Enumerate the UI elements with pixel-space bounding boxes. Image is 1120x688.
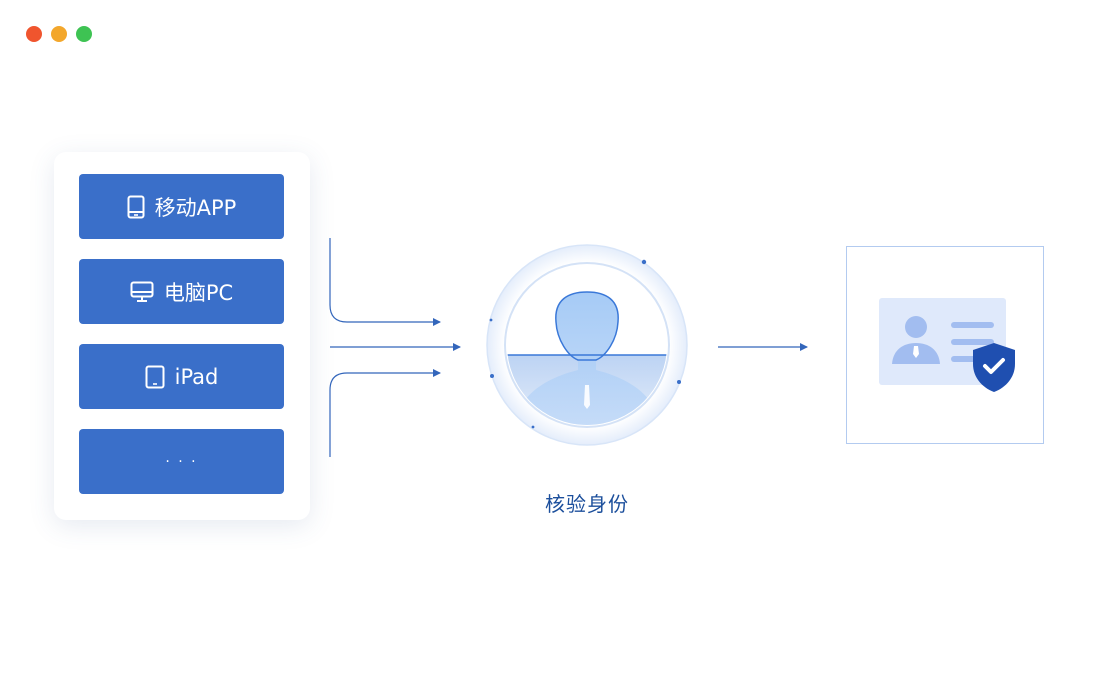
tablet-icon: [145, 365, 165, 389]
mobile-icon: [127, 195, 145, 219]
monitor-icon: [130, 281, 154, 303]
verify-identity-label: 核验身份: [545, 492, 629, 516]
source-item-more[interactable]: · · ·: [79, 429, 284, 494]
window-controls: [26, 26, 92, 42]
id-card-shield-check-icon: [878, 297, 1015, 392]
minimize-control[interactable]: [51, 26, 67, 42]
input-arrow-top: [329, 238, 441, 326]
source-item-ipad[interactable]: iPad: [79, 344, 284, 409]
source-device-panel: 移动APP 电脑PC iPad · · ·: [54, 152, 310, 520]
source-item-label: 移动APP: [154, 195, 237, 220]
verified-identity-card: [846, 246, 1044, 444]
maximize-control[interactable]: [76, 26, 92, 42]
input-arrow-bottom: [329, 369, 441, 457]
close-control[interactable]: [26, 26, 42, 42]
source-item-label: · · ·: [165, 453, 198, 470]
source-item-label: iPad: [174, 364, 219, 389]
source-item-pc[interactable]: 电脑PC: [79, 259, 284, 324]
source-item-label: 电脑PC: [163, 280, 234, 305]
source-item-mobile-app[interactable]: 移动APP: [79, 174, 284, 239]
